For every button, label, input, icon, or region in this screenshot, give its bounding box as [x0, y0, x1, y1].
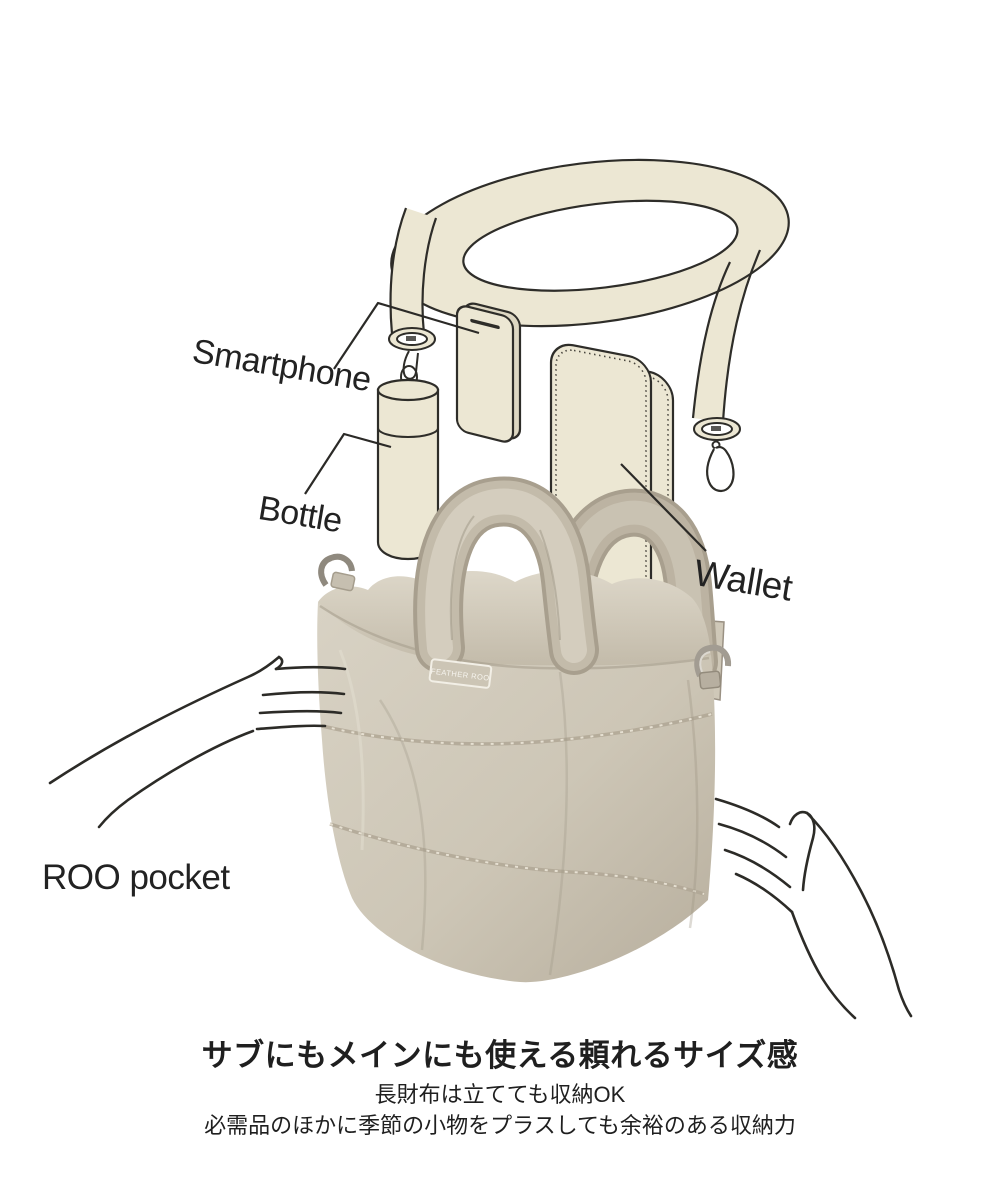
wallet-leader-line [620, 463, 707, 552]
bottle-leader-line [304, 432, 392, 495]
left-hand-illustration [48, 655, 347, 829]
smartphone-illustration [455, 302, 522, 443]
bottle-hook-icon [402, 350, 419, 380]
caption-line-1: 長財布は立てても収納OK [374, 1082, 626, 1107]
right-hand-illustration [714, 797, 913, 1020]
bottle-illustration [376, 365, 440, 561]
leader-lines [304, 301, 707, 552]
brand-patch: FEATHER ROO [428, 658, 493, 689]
left-d-ring-icon [318, 553, 356, 592]
right-d-ring-icon [694, 644, 732, 690]
shoulder-strap-illustration [388, 158, 790, 492]
strap-ring-icon [388, 327, 437, 351]
caption-line-2: 必需品のほかに季節の小物をプラスしても余裕のある収納力 [204, 1113, 796, 1138]
smartphone-leader-line [333, 301, 480, 370]
tote-bag-photo: FEATHER ROO [317, 476, 732, 983]
caption-heading: サブにもメインにも使える頼れるサイズ感 [201, 1038, 799, 1073]
roo-pocket-label: ROO pocket [42, 858, 230, 897]
carabiner-icon [693, 417, 742, 492]
